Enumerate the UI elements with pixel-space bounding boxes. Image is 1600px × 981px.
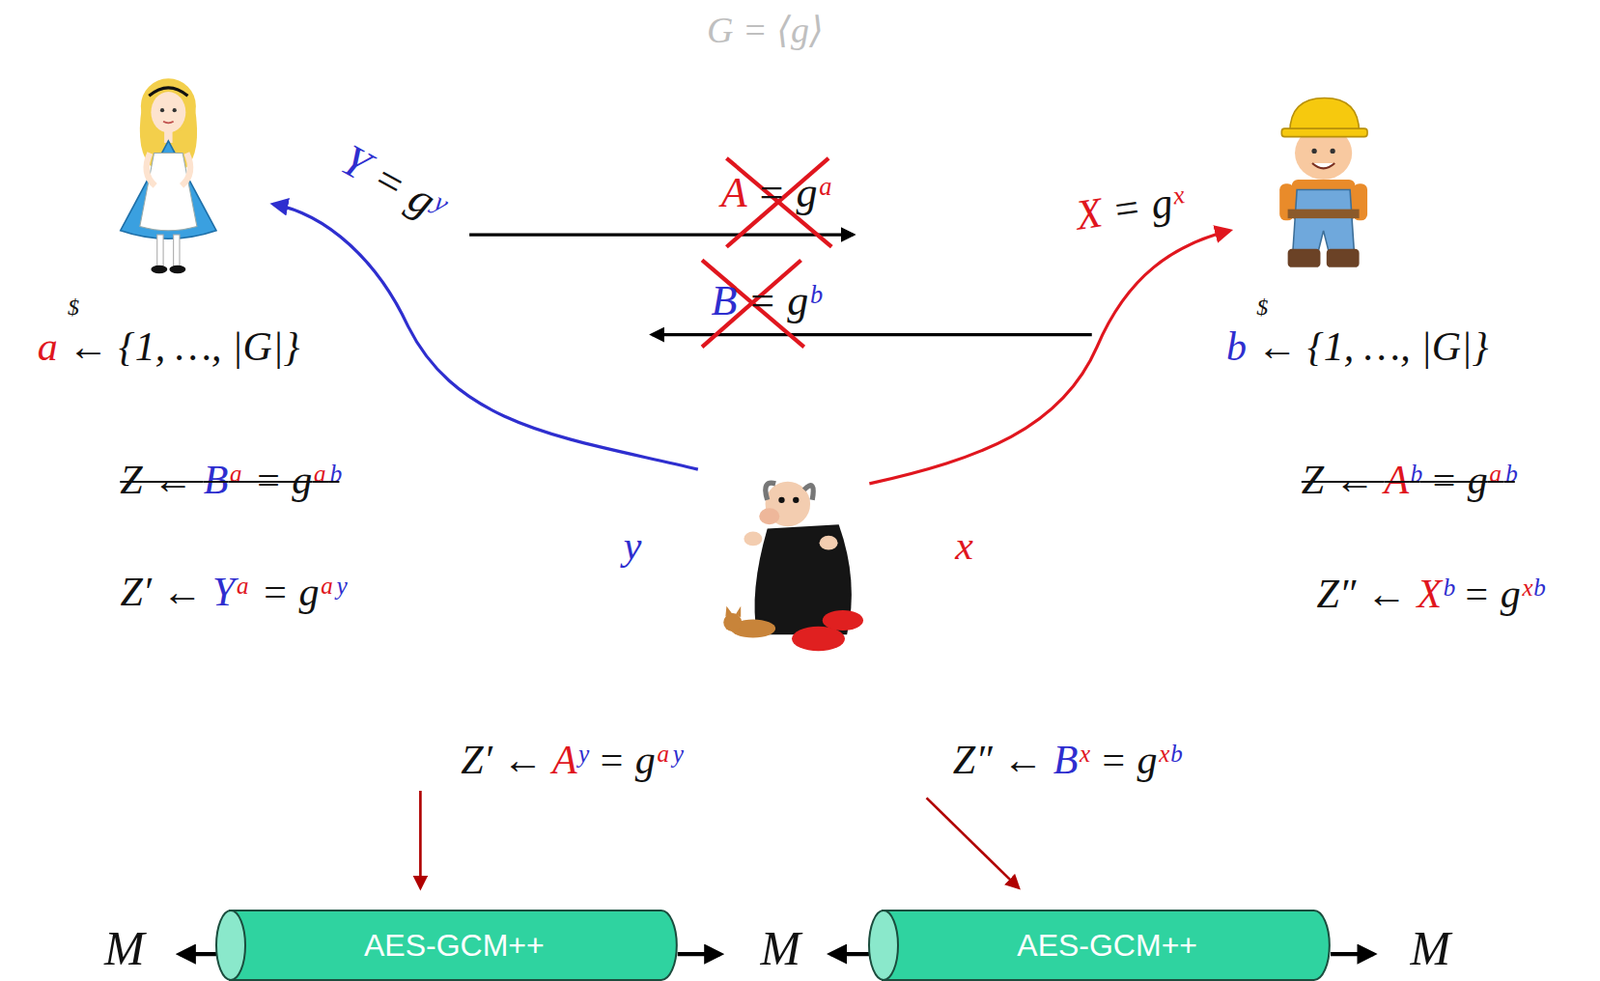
struck-key: Z ← Aᵇ = gᵃᵇ: [1301, 456, 1516, 504]
message-symbol: M: [759, 921, 801, 978]
struck-key: Z ← Bᵃ = gᵃᵇ: [119, 456, 339, 504]
shared-key: Z′ ← Yᵃ = gᵃʸ: [119, 568, 345, 616]
message-symbol: M: [104, 921, 145, 978]
message-symbol: M: [1410, 921, 1452, 978]
message-label: X = gˣ: [1072, 177, 1188, 242]
cylinder-body: [882, 910, 1330, 981]
cylinder-cap: [869, 910, 899, 981]
gargamel-figure: [723, 481, 864, 651]
key-sample: b ← {1, …, |G|}: [1226, 323, 1488, 370]
random-mark: $: [1256, 294, 1268, 322]
cross-mark: [701, 158, 832, 348]
key-sample: a ← {1, …, |G|}: [37, 323, 300, 370]
channel-label: AES-GCM++: [364, 927, 545, 964]
injected-arrow: [869, 230, 1230, 484]
alice-figure: [120, 78, 217, 274]
injected-arrow: [273, 203, 699, 470]
key-arrow: [419, 790, 422, 888]
shared-key: Z′ ← Aʸ = gᵃʸ: [460, 736, 682, 784]
message-label: B = gᵇ: [711, 277, 820, 327]
channel-label: AES-GCM++: [1016, 927, 1198, 964]
bob-figure: [1279, 97, 1368, 267]
group-label: G = ⟨g⟩: [706, 9, 824, 53]
shared-key: Z″ ← Bˣ = gˣᵇ: [953, 736, 1180, 784]
message-label: Y = gʸ: [332, 134, 454, 233]
shared-key: Z″ ← Xᵇ = gˣᵇ: [1317, 570, 1544, 618]
attacker-secret: x: [954, 522, 974, 569]
attacker-secret: y: [623, 522, 643, 569]
cipher-channel: AES-GCM++: [214, 909, 679, 981]
message-label: A = gᵃ: [721, 168, 835, 219]
key-arrow: [926, 797, 1019, 888]
random-mark: $: [67, 294, 80, 322]
cylinder-cap: [216, 910, 246, 981]
message-arrow: [469, 232, 853, 236]
scene: [120, 78, 1375, 955]
cylinder-body: [229, 910, 677, 981]
cipher-channel: AES-GCM++: [867, 909, 1332, 981]
